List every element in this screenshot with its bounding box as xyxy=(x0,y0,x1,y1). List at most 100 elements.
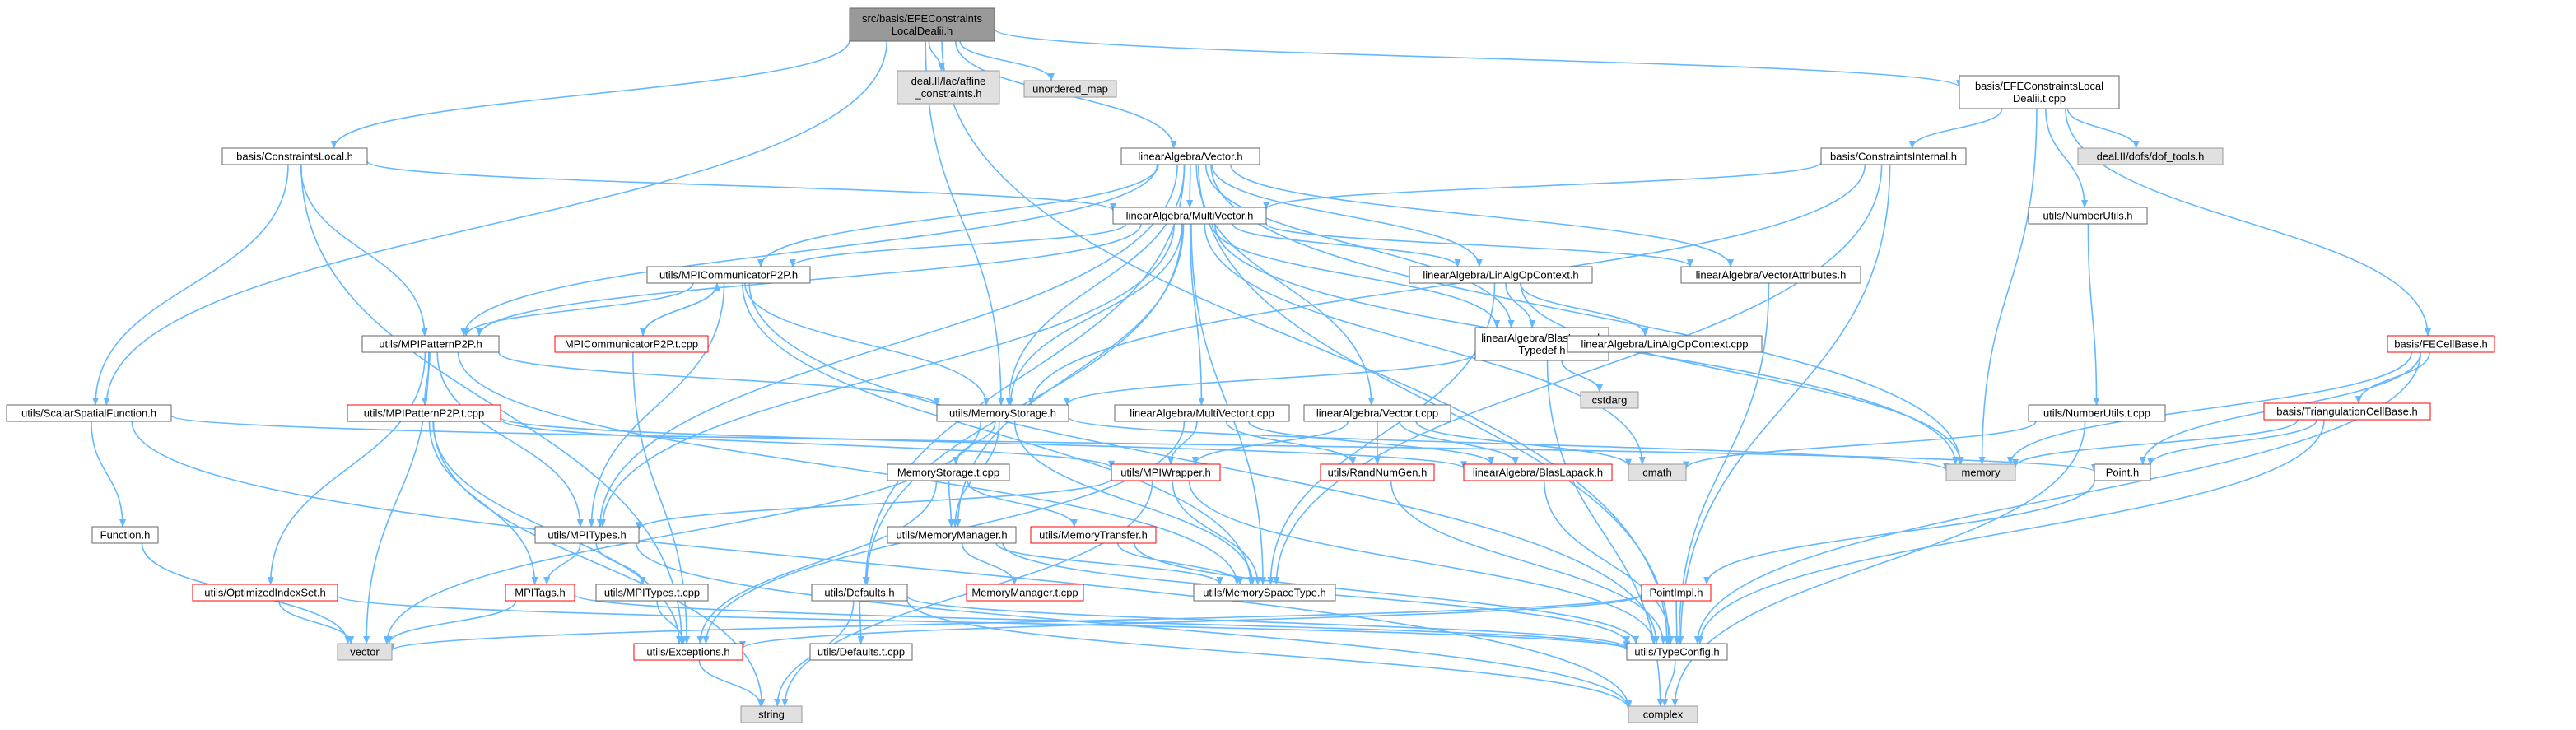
edge-mpi_comm-to-mem_space xyxy=(742,282,1255,585)
node-rand-num[interactable]: utils/RandNumGen.h xyxy=(1320,463,1435,481)
node-mpi-pattern-t[interactable]: utils/MPIPatternP2P.t.cpp xyxy=(347,404,501,422)
node-label: Typedef.h xyxy=(1518,344,1565,356)
node-box xyxy=(1680,266,1861,284)
node-label: src/basis/EFEConstraints xyxy=(862,12,982,25)
edge-la_multivector-to-mem_storage xyxy=(1007,223,1183,406)
edge-efe_t-to-memory xyxy=(1978,108,2038,465)
edge-mpi_tags-to-vector xyxy=(385,600,517,644)
edge-la_multivector-to-defaults xyxy=(863,223,1184,585)
edge-mpi_tags-to-type_config xyxy=(574,593,1630,650)
node-la-vector-t[interactable]: linearAlgebra/Vector.t.cpp xyxy=(1303,404,1451,422)
edge-la_vector-to-type_config xyxy=(1198,164,1673,644)
edge-layer xyxy=(91,28,2432,710)
node-constraints-local[interactable]: basis/ConstraintsLocal.h xyxy=(221,147,368,165)
edge-scalar_spatial-to-complex xyxy=(131,421,1632,709)
edge-la_multivector_t-to-mpi_wrapper xyxy=(1167,421,1198,465)
node-la-multivector-t[interactable]: linearAlgebra/MultiVector.t.cpp xyxy=(1114,404,1290,422)
node-label: MemoryManager.t.cpp xyxy=(971,587,1078,599)
node-exceptions[interactable]: utils/Exceptions.h xyxy=(633,643,743,661)
node-la-multivector[interactable]: linearAlgebra/MultiVector.h xyxy=(1112,207,1267,225)
node-box xyxy=(1320,463,1435,481)
edge-number_utils_t-to-cmath xyxy=(1683,421,2037,470)
node-box xyxy=(2028,207,2148,225)
node-opt-index[interactable]: utils/OptimizedIndexSet.h xyxy=(192,584,338,602)
node-defaults[interactable]: utils/Defaults.h xyxy=(811,584,908,602)
node-linalg-ctx-t[interactable]: linearAlgebra/LinAlgOpContext.cpp xyxy=(1567,335,1763,353)
node-defaults-t[interactable]: utils/Defaults.t.cpp xyxy=(809,643,913,661)
edge-mpi_comm-to-mpi_pattern xyxy=(463,282,694,337)
node-mem-manager[interactable]: utils/MemoryManager.h xyxy=(887,526,1017,544)
node-dealii-affine[interactable]: deal.II/lac/affine_constraints.h xyxy=(897,70,1000,105)
node-box xyxy=(505,584,575,602)
edge-mpi_wrapper-to-mpi_types xyxy=(636,477,1112,531)
node-mpi-comm[interactable]: utils/MPICommunicatorP2P.h xyxy=(646,266,811,284)
node-mpi-tags[interactable]: MPITags.h xyxy=(505,584,575,602)
node-box xyxy=(1120,147,1260,165)
node-linalg-ctx[interactable]: linearAlgebra/LinAlgOpContext.h xyxy=(1409,266,1593,284)
node-complex[interactable]: complex xyxy=(1628,705,1698,723)
edge-mpi_pattern-to-vector xyxy=(363,351,430,644)
edge-point_impl-to-vector xyxy=(389,593,1642,652)
node-unordered-map[interactable]: unordered_map xyxy=(1023,80,1117,98)
edge-la_vector-to-defaults xyxy=(862,164,1186,585)
node-label: linearAlgebra/MultiVector.h xyxy=(1126,210,1254,222)
node-mpi-types[interactable]: utils/MPITypes.h xyxy=(534,526,640,544)
node-dof-tools[interactable]: deal.II/dofs/dof_tools.h xyxy=(2077,147,2224,165)
node-label: linearAlgebra/MultiVector.t.cpp xyxy=(1130,407,1274,420)
node-point-impl[interactable]: PointImpl.h xyxy=(1641,584,1712,602)
edge-la_vector_t-to-cmath xyxy=(1415,421,1632,467)
node-mpi-pattern[interactable]: utils/MPIPatternP2P.h xyxy=(361,335,500,353)
edge-defaults-to-defaults_t xyxy=(857,600,864,644)
edge-la_multivector-to-mpi_comm xyxy=(789,223,1127,267)
node-tri-cellbase[interactable]: basis/TriangulationCellBase.h xyxy=(2263,402,2431,421)
node-mem-manager-t[interactable]: MemoryManager.t.cpp xyxy=(966,584,1084,602)
edge-la_vector-to-mpi_pattern xyxy=(460,164,1158,337)
node-box xyxy=(221,147,368,165)
node-fecellbase[interactable]: basis/FECellBase.h xyxy=(2387,335,2495,353)
node-point[interactable]: Point.h xyxy=(2094,463,2151,481)
node-mpi-comm-t[interactable]: MPICommunicatorP2P.t.cpp xyxy=(554,335,709,353)
node-label: basis/EFEConstraintsLocal xyxy=(1975,80,2103,92)
node-vec-attr[interactable]: linearAlgebra/VectorAttributes.h xyxy=(1680,266,1861,284)
node-la-vector[interactable]: linearAlgebra/Vector.h xyxy=(1120,147,1260,165)
edge-mpi_comm-to-mem_storage xyxy=(744,282,990,406)
node-function[interactable]: Function.h xyxy=(91,526,159,544)
node-mem-storage-t[interactable]: MemoryStorage.t.cpp xyxy=(887,463,1010,481)
node-box xyxy=(1580,391,1639,409)
node-label: utils/MPITypes.t.cpp xyxy=(604,587,700,599)
node-box xyxy=(595,584,709,602)
node-scalar-spatial[interactable]: utils/ScalarSpatialFunction.h xyxy=(6,404,172,422)
node-number-utils-t[interactable]: utils/NumberUtils.t.cpp xyxy=(2028,404,2166,422)
edge-mpi_pattern-to-mem_space xyxy=(457,351,1241,585)
edge-mpi_pattern_t-to-mpi_wrapper xyxy=(500,418,1115,469)
node-string[interactable]: string xyxy=(740,705,803,723)
node-constraints-internal[interactable]: basis/ConstraintsInternal.h xyxy=(1820,147,1967,165)
node-cmath[interactable]: cmath xyxy=(1628,463,1687,481)
node-mem-storage[interactable]: utils/MemoryStorage.h xyxy=(936,404,1069,422)
node-number-utils[interactable]: utils/NumberUtils.h xyxy=(2028,207,2148,225)
edge-mpi_comm_t-to-mpi_comm xyxy=(642,282,720,337)
node-box xyxy=(2387,335,2495,353)
node-mem-space[interactable]: utils/MemorySpaceType.h xyxy=(1193,584,1336,602)
node-vector[interactable]: vector xyxy=(337,643,393,661)
node-box xyxy=(554,335,709,353)
node-box xyxy=(534,526,640,544)
node-box xyxy=(897,70,1000,105)
node-mem-transfer[interactable]: utils/MemoryTransfer.h xyxy=(1030,526,1157,544)
edge-mpi_types-to-mpi_types_t xyxy=(595,542,646,585)
edge-mpi_pattern_t-to-string xyxy=(432,421,766,707)
edge-mpi_comm-to-mpi_types xyxy=(588,282,725,528)
node-cstdarg[interactable]: cstdarg xyxy=(1580,391,1639,409)
node-box xyxy=(646,266,811,284)
edge-defaults-to-type_config xyxy=(906,595,1630,649)
node-type-config[interactable]: utils/TypeConfig.h xyxy=(1626,643,1728,661)
node-mpi-types-t[interactable]: utils/MPITypes.t.cpp xyxy=(595,584,709,602)
node-mpi-wrapper[interactable]: utils/MPIWrapper.h xyxy=(1111,463,1221,481)
node-box xyxy=(1193,584,1336,602)
node-label: basis/FECellBase.h xyxy=(2394,338,2487,351)
edge-tri_cellbase-to-point xyxy=(2147,419,2317,466)
node-box xyxy=(1628,463,1687,481)
node-blas-lapack[interactable]: linearAlgebra/BlasLapack.h xyxy=(1463,463,1613,481)
node-memory[interactable]: memory xyxy=(1945,463,2016,481)
